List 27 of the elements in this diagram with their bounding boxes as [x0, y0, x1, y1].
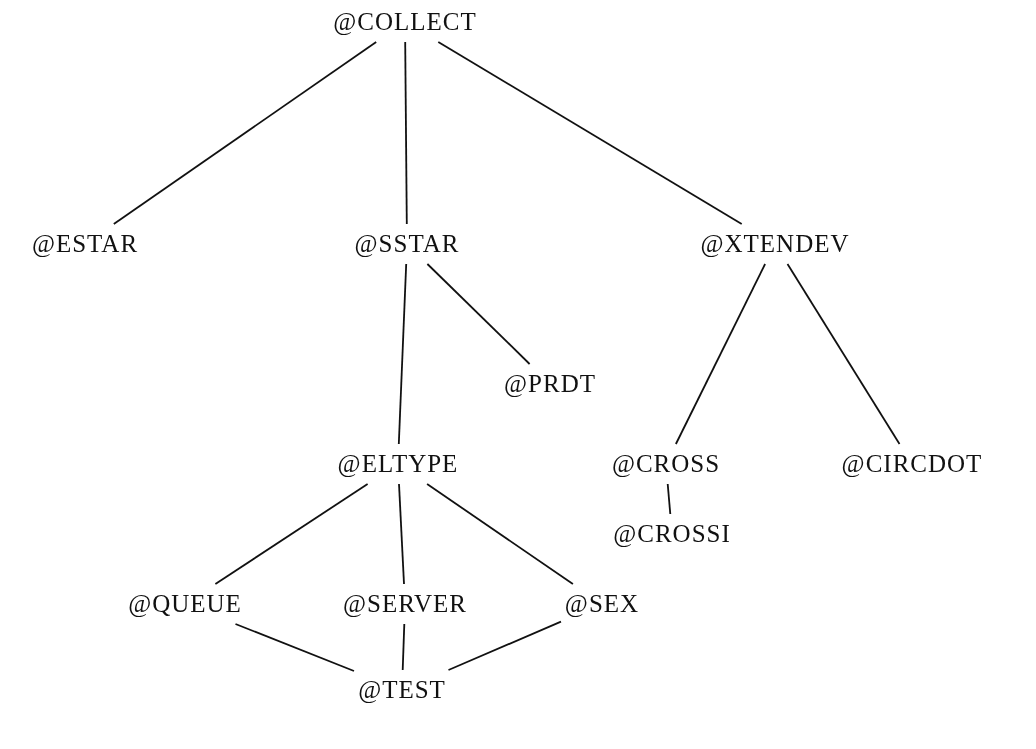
node-label: @XTENDEV [696, 224, 854, 264]
node-label: @CROSSI [609, 514, 735, 554]
node-label: @QUEUE [124, 584, 246, 624]
connector-line [404, 41, 408, 225]
node-label: @COLLECT [329, 2, 481, 42]
node-label: @CIRCDOT [837, 444, 987, 484]
connector-line [426, 263, 531, 365]
connector-line [786, 263, 901, 445]
connector-line [426, 483, 574, 585]
node-label: @PRDT [500, 364, 600, 404]
node-label: @SERVER [339, 584, 471, 624]
connector-line [437, 41, 743, 225]
node-label: @SEX [560, 584, 644, 624]
connector-line [447, 620, 562, 671]
node-label: @CROSS [607, 444, 725, 484]
connector-line [397, 263, 408, 445]
node-label: @TEST [354, 670, 450, 710]
connector-line [666, 483, 672, 515]
connector-line [401, 623, 406, 671]
connector-line [234, 623, 355, 672]
node-label: @ESTAR [27, 224, 143, 264]
node-label: @ELTYPE [333, 444, 463, 484]
connector-line [675, 263, 766, 445]
connector-line [214, 483, 369, 585]
connector-line [112, 41, 378, 225]
connector-line [398, 483, 405, 585]
node-label: @SSTAR [350, 224, 464, 264]
